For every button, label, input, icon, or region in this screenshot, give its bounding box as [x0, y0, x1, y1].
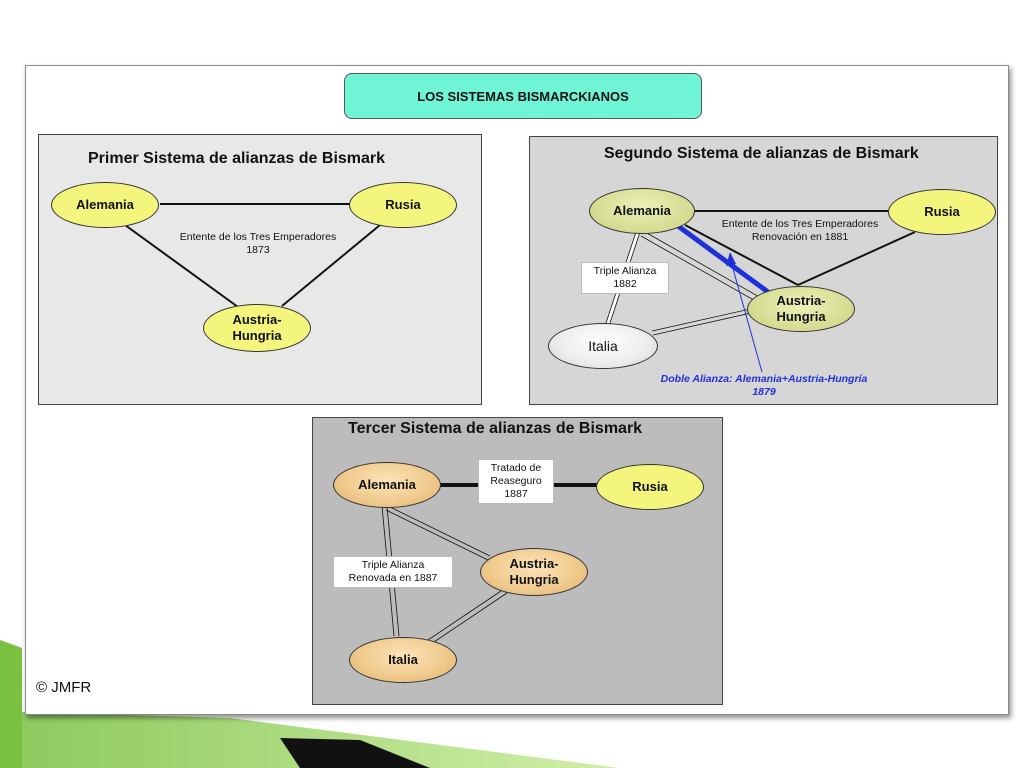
node-rusia-1: Rusia [349, 182, 457, 228]
copyright-text: © JMFR [36, 679, 92, 696]
panel-primer-sistema [38, 134, 482, 405]
entente-1873-label: Entente de los Tres Emperadores 1873 [179, 231, 337, 256]
panel1-title: Primer Sistema de alianzas de Bismark [88, 150, 386, 167]
panel3-title: Tercer Sistema de alianzas de Bismark [348, 420, 643, 437]
triple-alianza-1887-label: Triple Alianza Renovada en 1887 [333, 556, 453, 588]
node-austria-hungria-2: Austria- Hungria [747, 286, 855, 332]
page-title: LOS SISTEMAS BISMARCKIANOS [344, 73, 702, 119]
node-alemania-1: Alemania [51, 182, 159, 228]
node-alemania-3: Alemania [333, 462, 441, 508]
node-austria-hungria-1: Austria- Hungria [203, 304, 311, 352]
panel2-title: Segundo Sistema de alianzas de Bismark [604, 145, 919, 162]
tratado-reaseguro-label: Tratado de Reaseguro 1887 [478, 459, 554, 504]
node-rusia-2: Rusia [888, 189, 996, 235]
triple-alianza-1882-label: Triple Alianza 1882 [581, 262, 669, 294]
node-austria-hungria-3: Austria- Hungria [480, 548, 588, 596]
doble-alianza-1879-label: Doble Alianza: Alemania+Austria-Hungría … [660, 373, 868, 398]
node-rusia-3: Rusia [596, 464, 704, 510]
node-alemania-2: Alemania [589, 188, 695, 234]
node-italia-2: Italia [548, 323, 658, 369]
node-italia-3: Italia [349, 637, 457, 683]
entente-1881-label: Entente de los Tres Emperadores Renovaci… [721, 218, 879, 243]
